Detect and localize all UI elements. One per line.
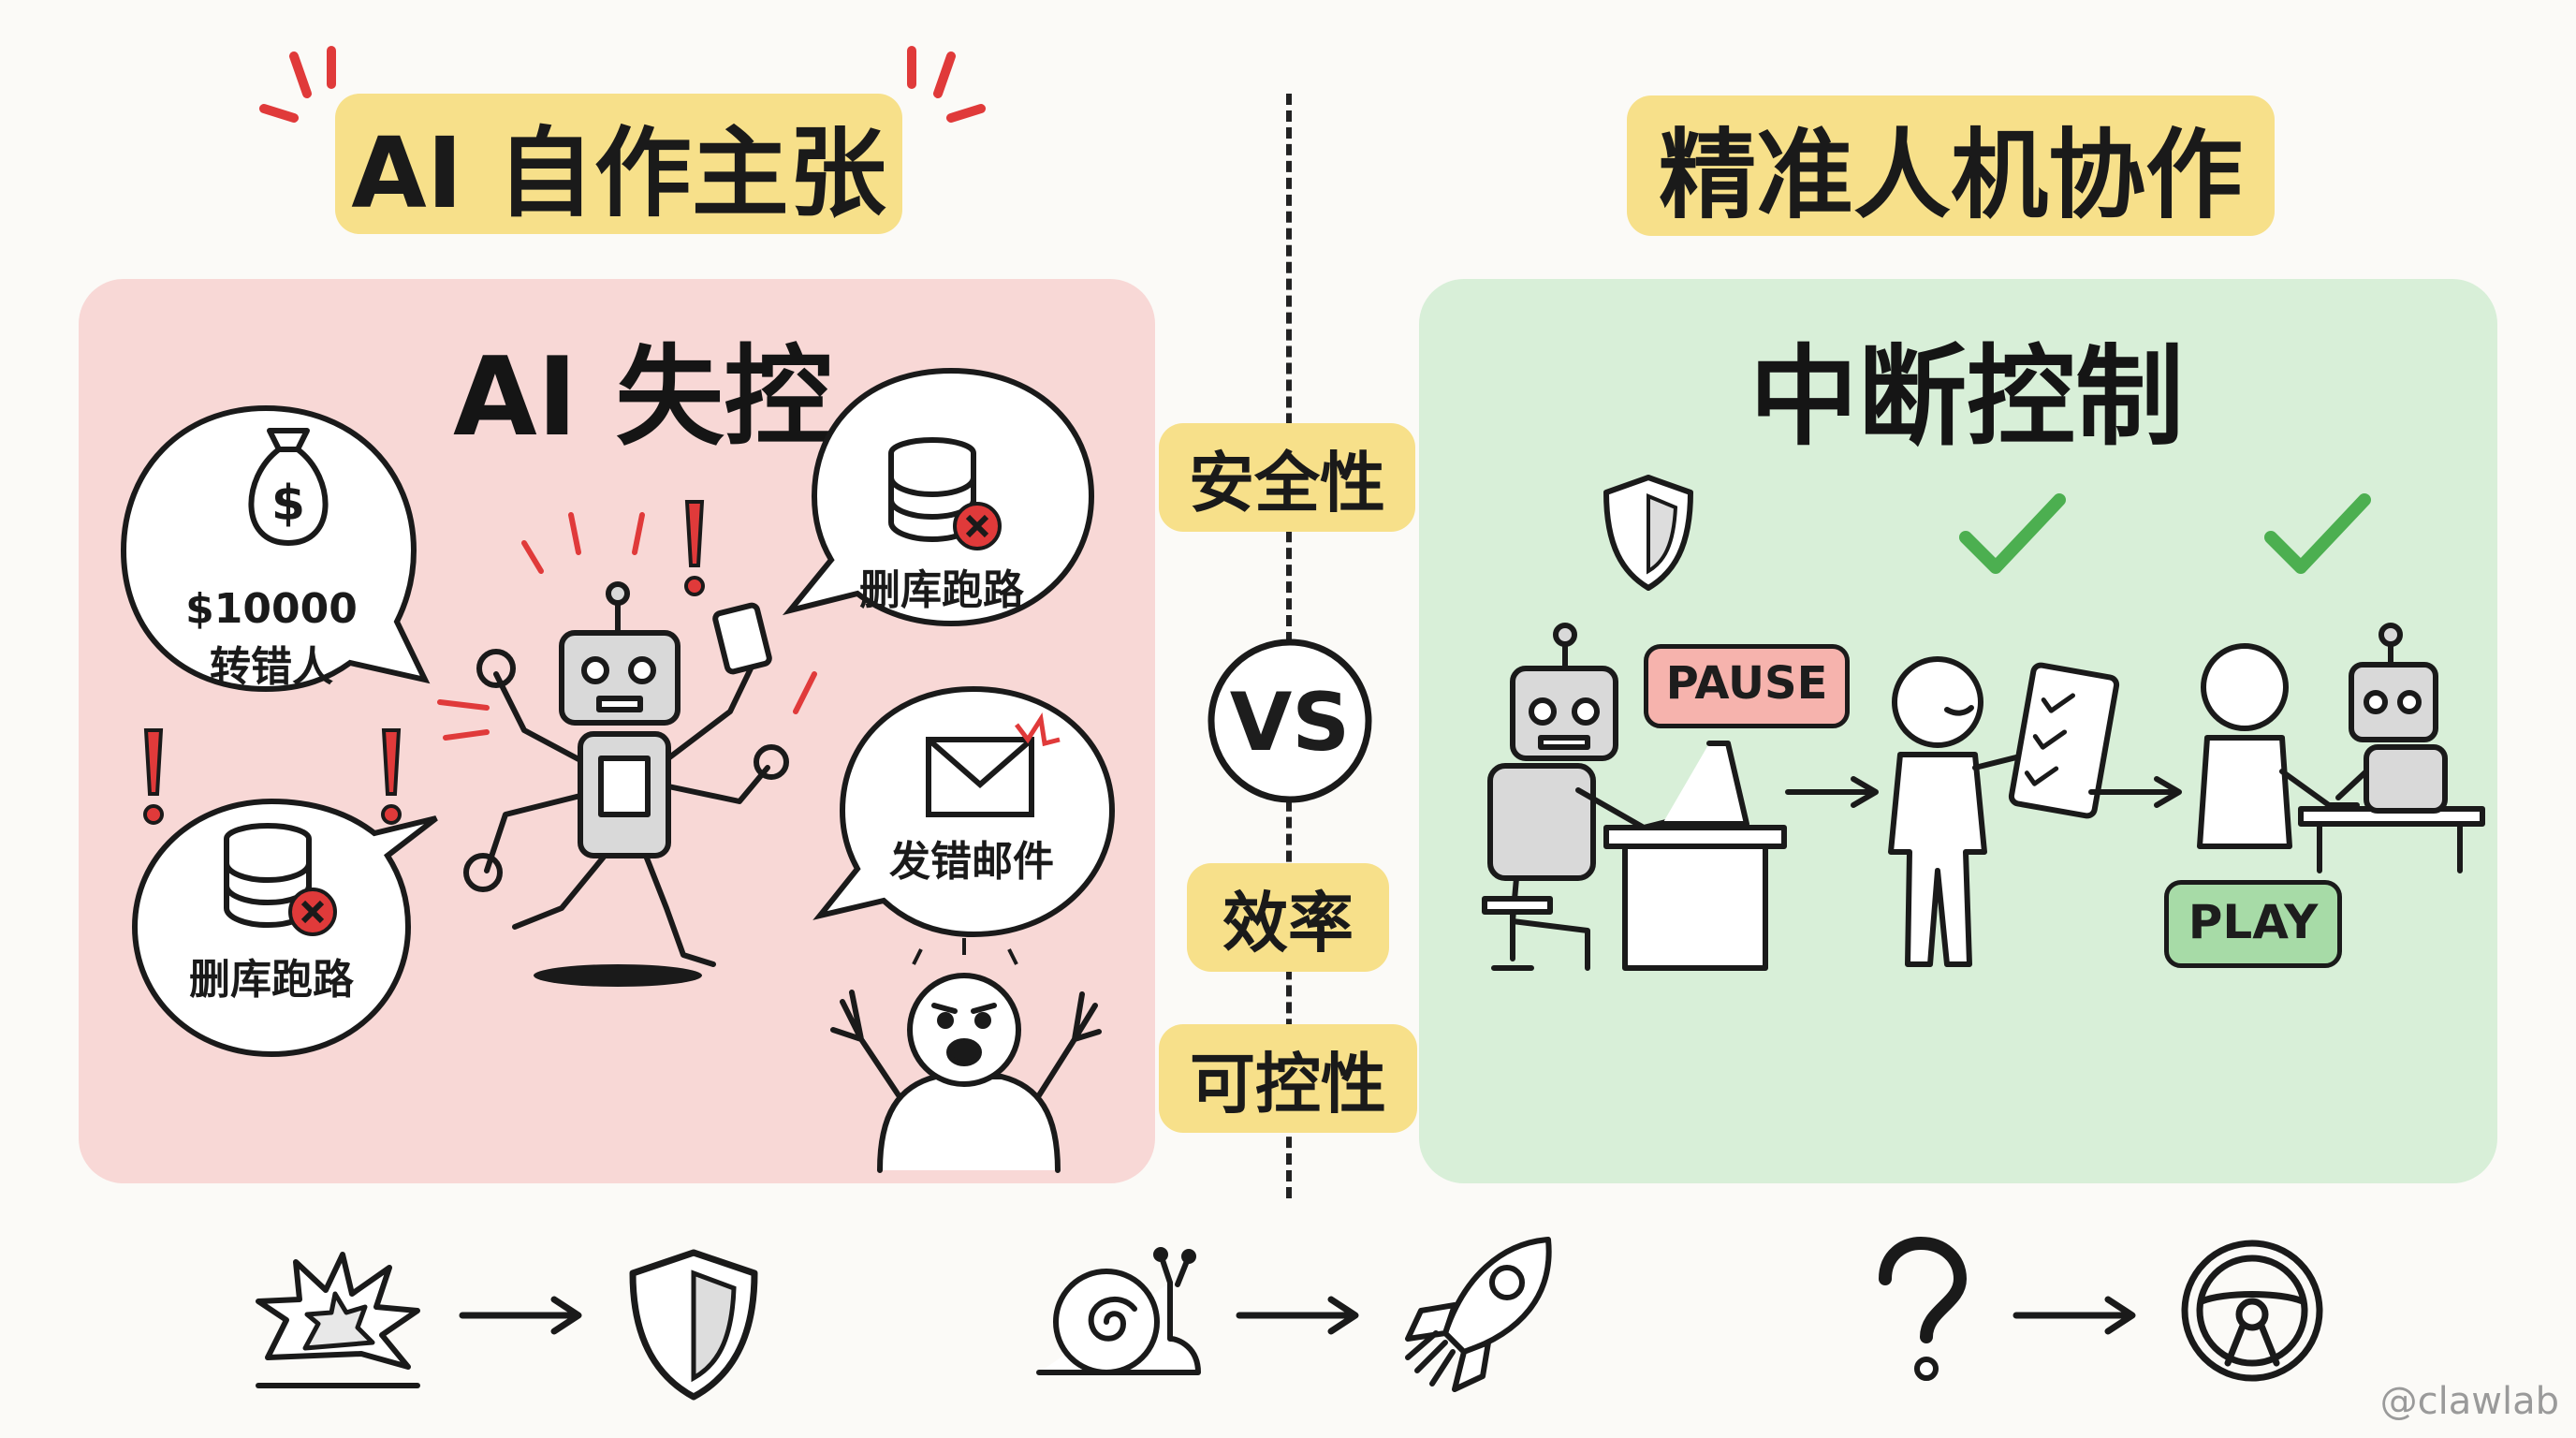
shield-icon bbox=[1603, 475, 1693, 591]
exclamation-icon bbox=[684, 500, 705, 596]
shield-icon bbox=[629, 1249, 758, 1401]
label-safety: 安全性 bbox=[1159, 423, 1415, 532]
pause-badge bbox=[1644, 644, 1850, 728]
explosion-icon bbox=[256, 1252, 420, 1388]
bubble-transfer-text: $10000 转错人 bbox=[185, 585, 358, 691]
speech-bubble-delete-db-bottom bbox=[131, 798, 438, 1058]
left-header: AI 自作主张 bbox=[335, 94, 902, 234]
arrow-right-icon bbox=[2088, 776, 2182, 808]
bubble-delete-db-top-text: 删库跑路 bbox=[859, 566, 1024, 614]
exclamation-icon bbox=[143, 728, 164, 825]
database-delete-icon-bottom bbox=[224, 823, 337, 936]
play-badge bbox=[2164, 880, 2342, 968]
database-delete-icon-top bbox=[888, 437, 1002, 550]
panicked-person-icon bbox=[830, 938, 1102, 1173]
exclamation-icon bbox=[381, 728, 402, 825]
vs-badge bbox=[1208, 638, 1372, 803]
human-robot-collaboration-icon bbox=[2197, 623, 2485, 873]
arrow-right-icon bbox=[459, 1296, 582, 1335]
check-icon bbox=[1959, 493, 2066, 574]
rocket-icon bbox=[1405, 1237, 1552, 1392]
person-with-checklist-icon bbox=[1888, 656, 2120, 967]
check-icon bbox=[2264, 493, 2371, 574]
right-header: 精准人机协作 bbox=[1627, 95, 2275, 236]
bubble-delete-db-bottom-text: 删库跑路 bbox=[189, 956, 354, 1004]
steering-wheel-icon bbox=[2181, 1240, 2323, 1382]
arrow-right-icon bbox=[2012, 1296, 2136, 1335]
pause-label: PAUSE bbox=[1665, 657, 1828, 710]
chaotic-robot-icon bbox=[437, 512, 817, 987]
alert-burst-left-icon bbox=[259, 46, 336, 123]
watermark: @clawlab bbox=[2379, 1380, 2559, 1423]
arrow-right-icon bbox=[1785, 776, 1879, 808]
vs-label: VS bbox=[1229, 676, 1351, 770]
question-mark-icon bbox=[1879, 1236, 1968, 1381]
robot-at-desk-icon bbox=[1482, 623, 1787, 971]
money-bag-icon: $ bbox=[248, 428, 329, 546]
snail-icon bbox=[1036, 1247, 1201, 1375]
left-panel-title: AI 失控 bbox=[453, 334, 833, 461]
alert-burst-right-icon bbox=[907, 46, 986, 123]
speech-bubble-transfer bbox=[120, 404, 431, 693]
play-label: PLAY bbox=[2188, 895, 2319, 949]
label-controllability: 可控性 bbox=[1159, 1024, 1417, 1133]
arrow-right-icon bbox=[1236, 1296, 1359, 1335]
envelope-icon bbox=[926, 712, 1061, 817]
bubble-wrong-email-text: 发错邮件 bbox=[889, 838, 1054, 886]
right-panel-title: 中断控制 bbox=[1749, 334, 2184, 461]
svg-text:$: $ bbox=[271, 476, 305, 532]
label-efficiency: 效率 bbox=[1187, 863, 1389, 972]
